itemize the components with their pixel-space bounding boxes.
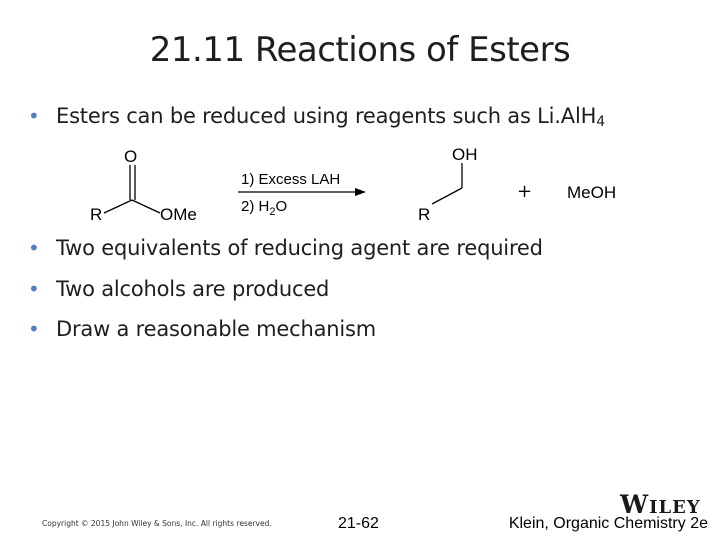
bullet-text: Two alcohols are produced <box>56 276 330 301</box>
reagent-step-1: 1) Excess LAH <box>241 171 340 188</box>
publisher-logo: WILEY <box>620 490 701 519</box>
hydroxyl-label: OH <box>452 145 478 164</box>
bullet-list-bottom: • Two equivalents of reducing agent are r… <box>28 233 543 355</box>
bullet-icon: • <box>28 276 40 301</box>
book-citation: Klein, Organic Chemistry 2e <box>508 515 708 532</box>
reagent-step-2-sub: 2 <box>269 206 275 218</box>
bullet-text: Two equivalents of reducing agent are re… <box>56 236 543 260</box>
page-number: 21-62 <box>338 515 379 532</box>
carbonyl-oxygen-label: O <box>124 147 137 166</box>
reactant-r-label: R <box>90 205 102 224</box>
copyright-notice: Copyright © 2015 John Wiley & Sons, Inc.… <box>42 519 272 528</box>
methoxy-label: OMe <box>160 205 197 224</box>
methanol-label: MeOH <box>567 183 616 202</box>
reaction-scheme: O R OMe 1) Excess LAH 2) H2O OH R + MeOH <box>90 145 616 224</box>
reactant-ester <box>103 165 161 214</box>
bullet-list-top: • Esters can be reduced using reagents su… <box>28 101 605 132</box>
bullet-item: • Two equivalents of reducing agent are r… <box>28 233 543 274</box>
reagent-step-2: 2) H2O <box>241 198 287 218</box>
publisher-logo-rest: ILEY <box>649 497 701 518</box>
bullet-text: Esters can be reduced using reagents suc… <box>56 104 597 128</box>
slide-title: 21.11 Reactions of Esters <box>149 30 571 70</box>
bullet-item: • Two alcohols are produced <box>28 274 543 315</box>
bullet-item: • Draw a reasonable mechanism <box>28 314 543 355</box>
reagent-step-2-prefix: 2) H <box>241 198 269 215</box>
publisher-logo-initial: W <box>620 490 650 519</box>
plus-sign: + <box>517 181 532 202</box>
reaction-arrow <box>238 188 366 196</box>
reagent-step-2-suffix: O <box>275 198 287 215</box>
bullet-icon: • <box>28 317 40 341</box>
bullet-text: Draw a reasonable mechanism <box>56 317 376 341</box>
bullet-icon: • <box>28 104 40 128</box>
product-r-label: R <box>418 205 430 224</box>
bullet-icon: • <box>28 236 40 260</box>
product-alcohol <box>431 163 463 205</box>
bullet-item: • Esters can be reduced using reagents su… <box>28 101 605 132</box>
bullet-subscript: 4 <box>596 114 605 130</box>
